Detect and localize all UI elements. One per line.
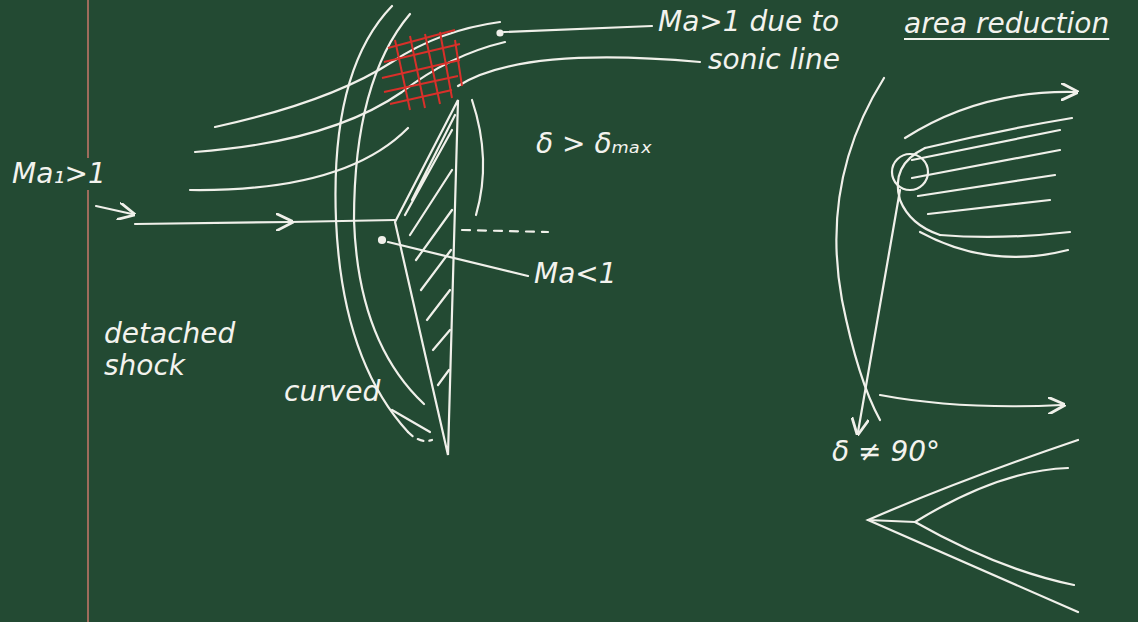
chalk-label: Ma<1 xyxy=(534,258,617,290)
chalk-label: Ma>1 due to xyxy=(658,6,839,38)
chalk-label: δ ≠ 90° xyxy=(832,436,940,468)
chalk-label: area reduction xyxy=(904,8,1109,40)
chalk-label: δ > δₘₐₓ xyxy=(536,128,652,160)
chalk-label: detached shock xyxy=(104,318,254,382)
chalk-label: Ma₁>1 xyxy=(10,158,108,190)
chalk-label: sonic line xyxy=(708,44,840,76)
chalk-label: curved xyxy=(284,376,380,408)
